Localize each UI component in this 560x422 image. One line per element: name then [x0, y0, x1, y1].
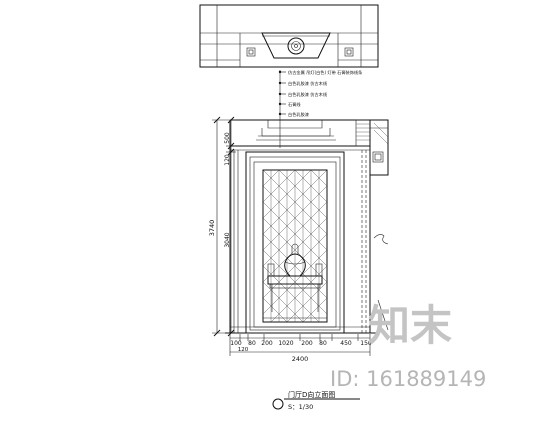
callout-leaders	[278, 70, 286, 148]
id-watermark: ID: 161889149	[330, 367, 486, 391]
dimension-label: 1020	[278, 340, 293, 347]
dimension-label: 450	[340, 340, 352, 347]
dimension-label: 500	[224, 132, 231, 144]
drawing-title-block: 门厅D向立面图 S：1/30	[272, 390, 360, 411]
drawing-scale: S：1/30	[288, 403, 313, 411]
horizontal-dimensions: 100 80 200 1020 200 80 450 150 120 2400	[229, 334, 372, 363]
dimension-label: 120	[224, 154, 231, 166]
ceiling-medallion-icon	[287, 37, 305, 55]
ceiling-section-detail	[199, 4, 379, 68]
dimension-label: 120	[238, 347, 249, 353]
dimension-label: 100	[230, 340, 242, 347]
callout-label: 白色乳胶漆 仿古木线	[288, 91, 328, 98]
right-wall-fragment	[369, 119, 389, 331]
brand-watermark: 知末	[368, 301, 452, 350]
dimension-label: 3040	[224, 232, 231, 247]
watermark: 知末 ID: 161889149	[330, 301, 486, 391]
lattice-screen	[263, 170, 327, 322]
callout-label: 仿古金属 吊灯(白色) 灯带 石膏装饰线条	[288, 69, 363, 76]
dimension-label: 200	[261, 340, 273, 347]
dimension-label: 80	[248, 340, 256, 347]
dimension-label: 200	[301, 340, 313, 347]
main-elevation	[225, 119, 380, 334]
title-marker-icon	[272, 398, 284, 410]
callout-label: 白色乳胶漆 仿古木线	[288, 80, 328, 87]
dimension-total-label: 3740	[208, 220, 216, 237]
dimension-label: 150	[360, 340, 372, 347]
callout-labels: 仿古金属 吊灯(白色) 灯带 石膏装饰线条 白色乳胶漆 仿古木线 白色乳胶漆 仿…	[288, 69, 363, 118]
dimension-label: 80	[319, 340, 327, 347]
vertical-dimensions: 500 120 3040 3740	[208, 116, 236, 337]
drawing-title: 门厅D向立面图	[288, 390, 335, 399]
dimension-total-label: 2400	[292, 355, 309, 363]
vase-icon	[284, 253, 306, 277]
callout-label: 石膏线	[288, 101, 301, 108]
callout-label: 白色乳胶漆	[288, 111, 309, 118]
